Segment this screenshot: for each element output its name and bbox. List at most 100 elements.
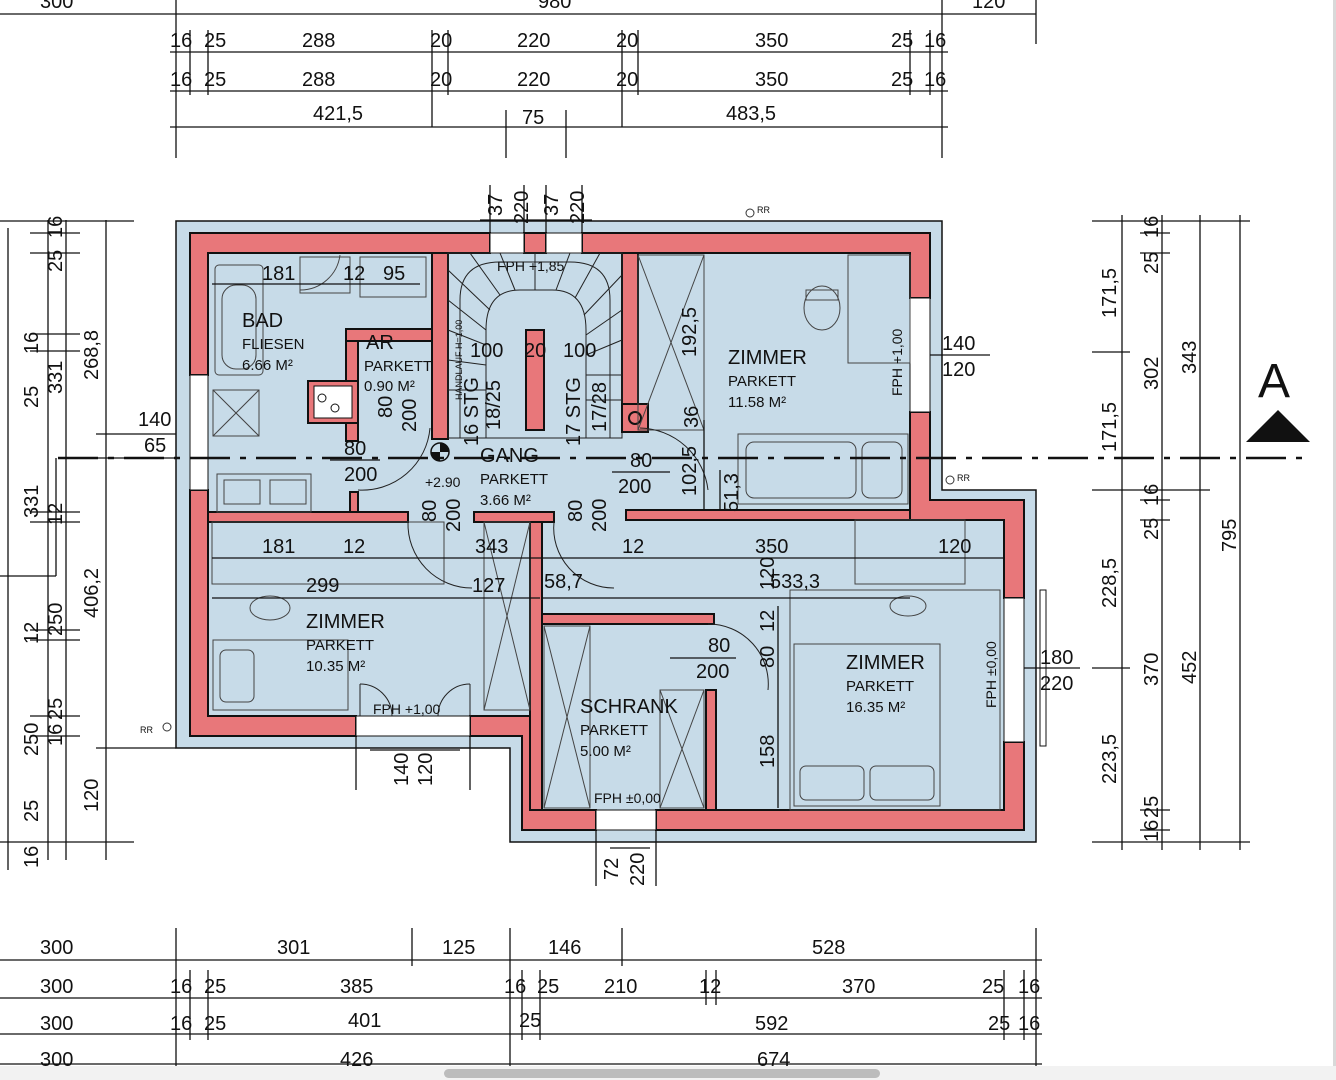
scrollbar-thumb[interactable] xyxy=(444,1069,880,1078)
dim-label: 200 xyxy=(399,399,421,432)
shower-tray xyxy=(212,389,260,437)
dim-label: 300 xyxy=(40,0,73,13)
dim-label: 343 xyxy=(1179,341,1201,374)
dim-label: 301 xyxy=(277,937,310,959)
dim-label: 200 xyxy=(696,661,729,683)
dim-label: 12 xyxy=(21,622,43,644)
dim-label: 25 xyxy=(45,698,67,720)
room-name: BAD xyxy=(242,310,283,332)
dim-label: 75 xyxy=(522,107,544,129)
dim-label: 350 xyxy=(755,30,788,52)
right-dimension-text: 171,5 171,5 228,5 223,5 16 25 302 16 25 … xyxy=(942,216,1241,842)
dim-label: 250 xyxy=(45,603,67,636)
dim-label: 483,5 xyxy=(726,103,776,125)
section-arrow xyxy=(1246,410,1310,442)
room-name: SCHRANK xyxy=(580,696,678,718)
dim-label: 120 xyxy=(757,557,779,590)
room-area: 11.58 M² xyxy=(728,394,786,411)
dim-label: 180 xyxy=(1040,647,1073,669)
room-area: 5.00 M² xyxy=(580,743,631,760)
dim-label: 528 xyxy=(812,937,845,959)
room-schrank: SCHRANK PARKETT 5.00 M² xyxy=(580,696,678,760)
dim-label: 171,5 xyxy=(1099,402,1121,452)
room-bad: BAD FLIESEN 6.66 M² xyxy=(242,310,305,374)
dim-label: 80 xyxy=(565,500,587,522)
ar-boiler xyxy=(307,380,359,424)
handlauf-label: HANDLAUF H=1,00 xyxy=(454,320,464,400)
room-floor: PARKETT xyxy=(306,637,374,654)
dim-label: 120 xyxy=(81,779,103,812)
dim-label: 16 xyxy=(170,69,192,91)
toilet-ne xyxy=(803,285,841,331)
washbasins xyxy=(216,473,312,513)
fph-label: FPH ±0,00 xyxy=(983,641,999,708)
dim-label: 65 xyxy=(144,435,166,457)
dim-label: 125 xyxy=(442,937,475,959)
dim-label: 181 xyxy=(262,263,295,285)
dim-label: 80 xyxy=(630,450,652,472)
interior-wall xyxy=(431,252,449,440)
wardrobe-mid xyxy=(211,519,966,711)
bed-sw xyxy=(212,595,349,711)
window-bottom-dimension-text: 140 120 72 220 xyxy=(391,753,649,886)
dim-label: 300 xyxy=(40,1013,73,1035)
dim-label: 426 xyxy=(340,1049,373,1071)
dim-label: 592 xyxy=(755,1013,788,1035)
dim-label: 980 xyxy=(538,0,571,13)
dim-label: 171,5 xyxy=(1099,268,1121,318)
dim-label: 25 xyxy=(891,69,913,91)
dim-label: 220 xyxy=(511,191,533,224)
room-name: ZIMMER xyxy=(846,652,925,674)
dim-label: 300 xyxy=(40,1049,73,1071)
dim-label: 72 xyxy=(601,858,623,880)
dim-label: 12 xyxy=(343,263,365,285)
dim-label: 406,2 xyxy=(81,568,103,618)
dim-label: 80 xyxy=(344,438,366,460)
dim-label: 401 xyxy=(348,1010,381,1032)
dim-label: 16 xyxy=(170,30,192,52)
dim-label: 12 xyxy=(699,976,721,998)
chimney xyxy=(621,403,649,433)
chimney-flue xyxy=(628,411,642,425)
fph-labels: FPH +1,85 FPH +1,00 FPH +1,00 FPH ±0,00 … xyxy=(373,258,999,806)
dim-label: 300 xyxy=(40,976,73,998)
dim-label: 20 xyxy=(616,30,638,52)
room-level: +2.90 xyxy=(425,474,461,490)
interior-dimension-text: 181 12 95 80 200 80 200 80 200 80 200 80… xyxy=(262,263,971,768)
stair-wall xyxy=(523,232,547,254)
dim-label: 200 xyxy=(443,499,465,532)
interior-wall xyxy=(705,689,717,811)
insulation-layer xyxy=(175,220,1037,843)
dim-label: 25 xyxy=(519,1010,541,1032)
stair-width: 100 xyxy=(563,340,596,362)
room-gang: GANG PARKETT 3.66 M² +2.90 xyxy=(425,445,548,509)
level-marker-fill xyxy=(431,443,449,461)
dim-label: 16 xyxy=(924,69,946,91)
schrank-shelves xyxy=(543,625,705,809)
dim-label: 220 xyxy=(567,191,589,224)
room-name: GANG xyxy=(480,445,539,467)
room-floor: PARKETT xyxy=(580,722,648,739)
dim-label: 16 xyxy=(45,724,67,746)
dim-label: 80 xyxy=(419,500,441,522)
dim-label: 158 xyxy=(757,735,779,768)
dim-label: 25 xyxy=(204,69,226,91)
dim-label: 343 xyxy=(475,536,508,558)
room-name: ZIMMER xyxy=(306,611,385,633)
dim-label: 192,5 xyxy=(679,307,701,357)
dim-label: 16 xyxy=(1141,216,1163,238)
dim-label: 12 xyxy=(343,536,365,558)
dim-label: 25 xyxy=(21,386,43,408)
dim-label: 102,5 xyxy=(679,446,701,496)
room-area: 10.35 M² xyxy=(306,658,365,675)
dim-label: 16 xyxy=(21,332,43,354)
dim-label: 302 xyxy=(1141,357,1163,390)
dim-label: 16 xyxy=(1141,820,1163,842)
interior-wall xyxy=(207,511,409,523)
stair-ratio-right: 17/28 xyxy=(589,382,611,432)
dim-label: 80 xyxy=(708,635,730,657)
rr-label: RR xyxy=(957,473,970,483)
dim-label: 16 xyxy=(1018,1013,1040,1035)
room-floor: PARKETT xyxy=(728,373,796,390)
